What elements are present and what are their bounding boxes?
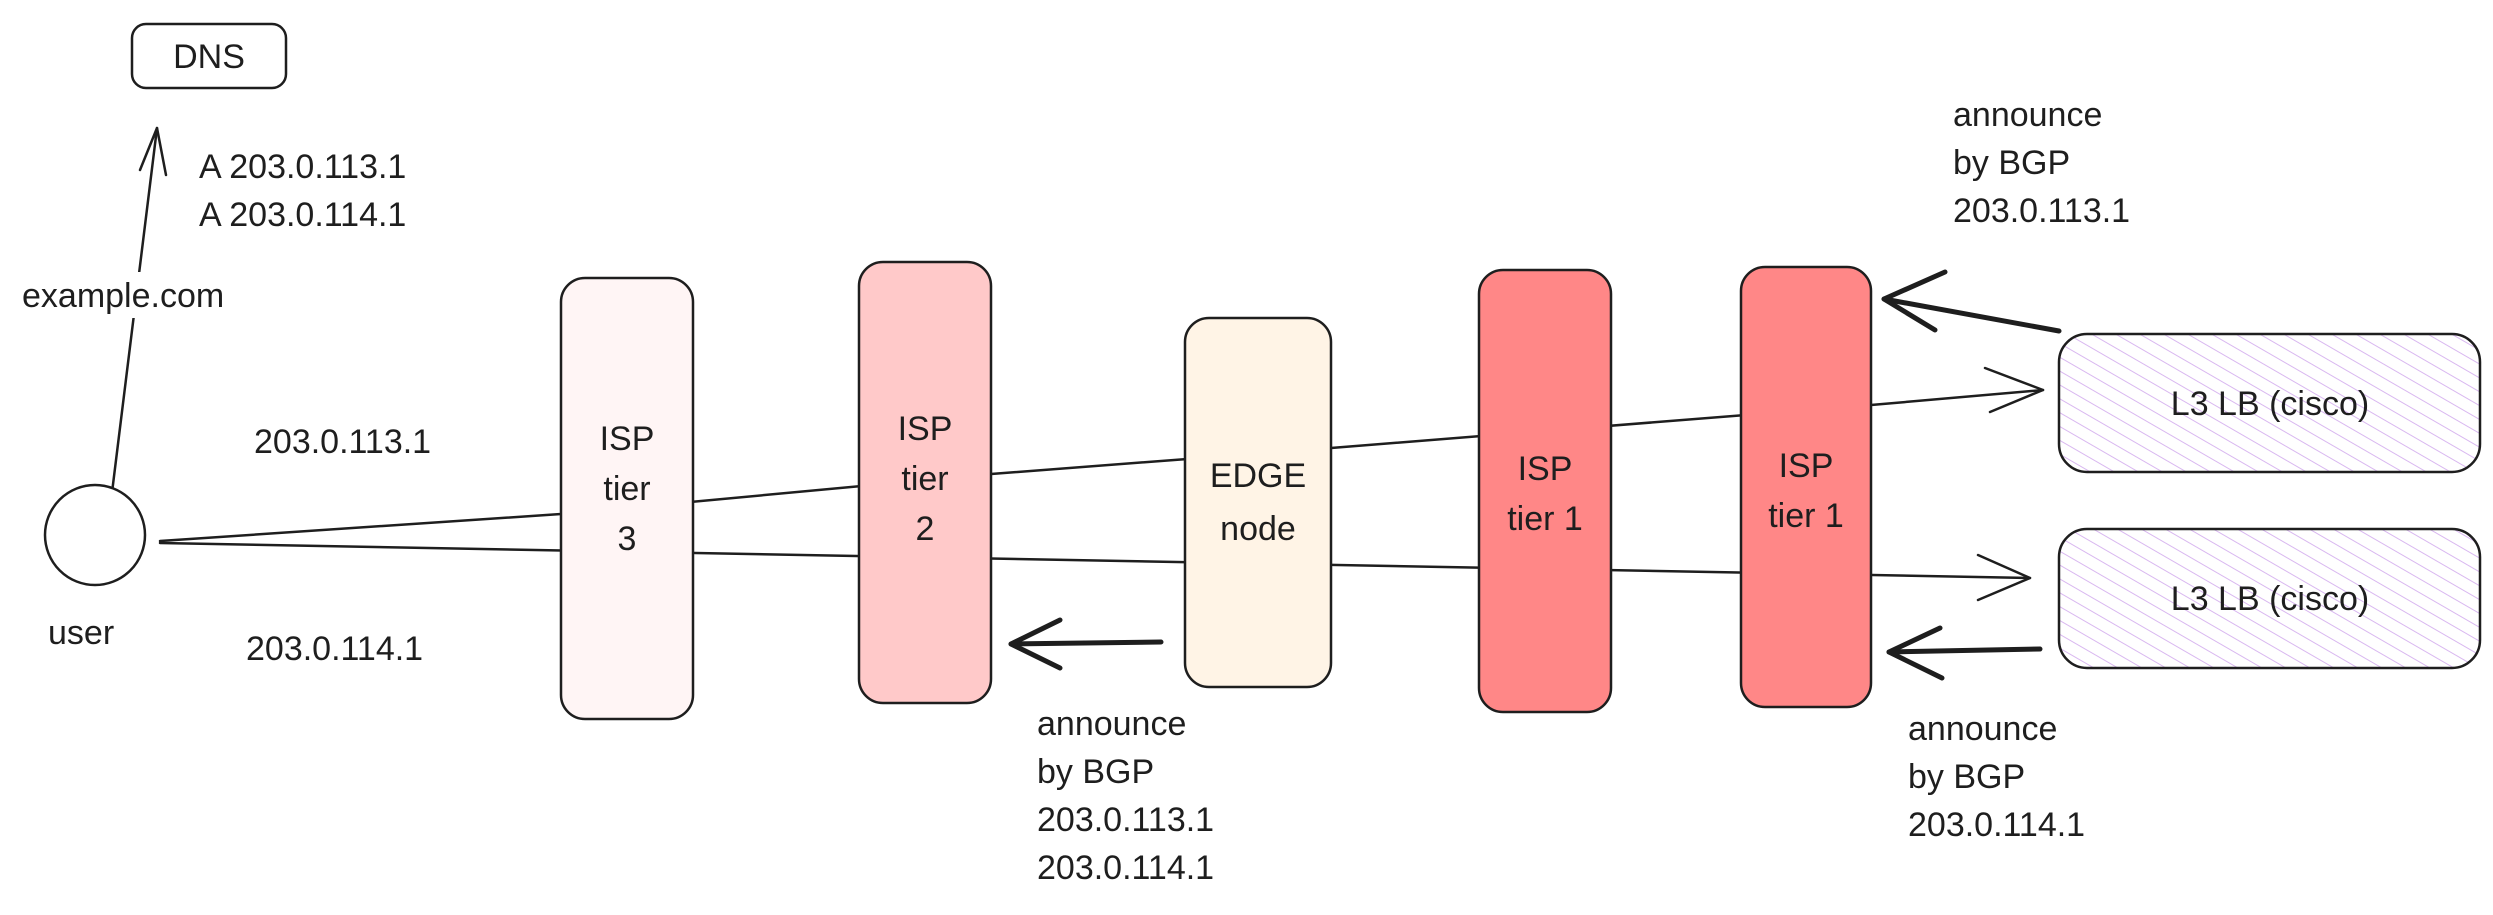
node-label: ISP <box>898 410 953 448</box>
svg-text:announce: announce <box>1037 705 1186 743</box>
svg-text:by BGP: by BGP <box>1953 144 2070 182</box>
node-label: ISP <box>1518 450 1573 488</box>
node-label: ISP <box>600 420 655 458</box>
node-label: 2 <box>916 510 935 548</box>
node-label: tier 1 <box>1507 500 1583 538</box>
dns-server[interactable]: DNS <box>130 22 288 90</box>
announce-edge-text: announce by BGP 203.0.113.1 203.0.114.1 <box>1037 705 1214 887</box>
node-label: tier 1 <box>1768 497 1844 535</box>
route-lower-arrow <box>158 541 2032 602</box>
query-domain-label: example.com <box>22 277 224 315</box>
svg-text:203.0.113.1: 203.0.113.1 <box>1037 801 1214 839</box>
dns-query-arrow <box>106 126 168 527</box>
route-label-lower: 203.0.114.1 <box>246 630 423 668</box>
svg-text:203.0.113.1: 203.0.113.1 <box>1953 192 2130 230</box>
route-label-upper: 203.0.113.1 <box>254 423 431 461</box>
isp-tier3-node[interactable]: ISP tier 3 <box>559 276 695 721</box>
node-label: tier <box>603 470 650 508</box>
node-label: ISP <box>1779 447 1834 485</box>
l3-load-balancer-1[interactable]: L3 LB (cisco) <box>2057 332 2482 474</box>
dns-label: DNS <box>173 38 245 76</box>
isp-tier2-node[interactable]: ISP tier 2 <box>857 260 993 705</box>
dns-record: A 203.0.113.1 <box>199 148 406 186</box>
node-label: node <box>1220 510 1296 548</box>
dns-record: A 203.0.114.1 <box>199 196 406 234</box>
l3-load-balancer-2[interactable]: L3 LB (cisco) <box>2057 527 2482 670</box>
edge-node[interactable]: EDGE node <box>1183 316 1333 689</box>
node-label: EDGE <box>1210 457 1306 495</box>
svg-text:announce: announce <box>1953 96 2102 134</box>
announce-lb2-text: announce by BGP 203.0.114.1 <box>1908 710 2085 844</box>
node-label: 3 <box>618 520 637 558</box>
user-label: user <box>48 614 114 652</box>
announce-lb1-text: announce by BGP 203.0.113.1 <box>1953 96 2130 230</box>
isp-tier1-node-b[interactable]: ISP tier 1 <box>1739 265 1873 709</box>
svg-text:203.0.114.1: 203.0.114.1 <box>1908 806 2085 844</box>
route-upper-arrow <box>158 366 2045 543</box>
svg-text:announce: announce <box>1908 710 2057 748</box>
bgp-announce-arrow-edge <box>1008 617 1164 671</box>
lb-label: L3 LB (cisco) <box>2171 385 2369 423</box>
svg-text:by BGP: by BGP <box>1908 758 2025 796</box>
lb-label: L3 LB (cisco) <box>2171 580 2369 618</box>
bgp-announce-arrow-lb2 <box>1886 625 2043 681</box>
svg-text:203.0.114.1: 203.0.114.1 <box>1037 849 1214 887</box>
node-label: tier <box>901 460 948 498</box>
bgp-announce-arrow-lb1 <box>1881 269 2062 334</box>
svg-text:by BGP: by BGP <box>1037 753 1154 791</box>
user-node[interactable] <box>43 483 147 587</box>
isp-tier1-node-a[interactable]: ISP tier 1 <box>1477 268 1613 714</box>
